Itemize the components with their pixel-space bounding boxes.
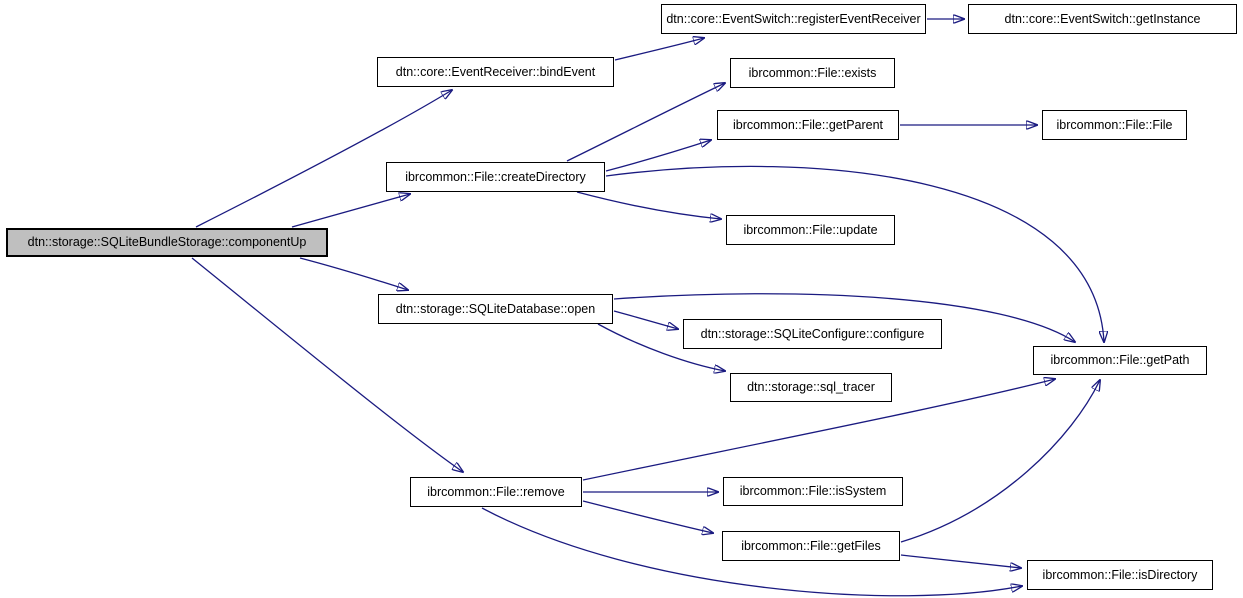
node-get-path[interactable]: ibrcommon::File::getPath	[1033, 346, 1207, 375]
edge-open-to-configure	[613, 310, 678, 329]
edge-remove-to-get-files	[582, 500, 713, 533]
node-get-instance[interactable]: dtn::core::EventSwitch::getInstance	[968, 4, 1237, 34]
node-file-exists[interactable]: ibrcommon::File::exists	[730, 58, 895, 88]
edge-create-directory-to-exists	[566, 83, 725, 162]
node-file-update[interactable]: ibrcommon::File::update	[726, 215, 895, 245]
edge-remove-to-is-directory	[481, 507, 1022, 597]
edge-create-directory-to-update	[576, 191, 721, 219]
node-bind-event[interactable]: dtn::core::EventReceiver::bindEvent	[377, 57, 614, 87]
node-sqlite-configure[interactable]: dtn::storage::SQLiteConfigure::configure	[683, 319, 942, 349]
node-register-event-receiver[interactable]: dtn::core::EventSwitch::registerEventRec…	[661, 4, 926, 34]
edge-component-up-to-remove	[191, 257, 463, 472]
edge-component-up-to-bind-event	[195, 90, 452, 228]
edge-bind-event-to-register-event-receiver	[614, 38, 704, 61]
node-create-directory[interactable]: ibrcommon::File::createDirectory	[386, 162, 605, 192]
edge-get-files-to-is-directory	[900, 554, 1021, 568]
edge-open-to-sql-tracer	[597, 323, 725, 371]
edge-component-up-to-open	[299, 257, 408, 290]
node-get-parent[interactable]: ibrcommon::File::getParent	[717, 110, 899, 140]
node-sqlite-database-open[interactable]: dtn::storage::SQLiteDatabase::open	[378, 294, 613, 324]
edge-get-files-to-get-path	[900, 380, 1100, 543]
edge-create-directory-to-get-parent	[605, 140, 711, 172]
node-component-up[interactable]: dtn::storage::SQLiteBundleStorage::compo…	[6, 228, 328, 257]
node-sql-tracer[interactable]: dtn::storage::sql_tracer	[730, 373, 892, 402]
node-get-files[interactable]: ibrcommon::File::getFiles	[722, 531, 900, 561]
node-is-system[interactable]: ibrcommon::File::isSystem	[723, 477, 903, 506]
node-file-constructor[interactable]: ibrcommon::File::File	[1042, 110, 1187, 140]
edge-component-up-to-create-directory	[291, 194, 410, 228]
edge-create-directory-to-get-path	[605, 165, 1104, 342]
node-is-directory[interactable]: ibrcommon::File::isDirectory	[1027, 560, 1213, 590]
edge-remove-to-get-path	[582, 379, 1055, 481]
node-file-remove[interactable]: ibrcommon::File::remove	[410, 477, 582, 507]
edge-open-to-get-path	[613, 293, 1075, 342]
